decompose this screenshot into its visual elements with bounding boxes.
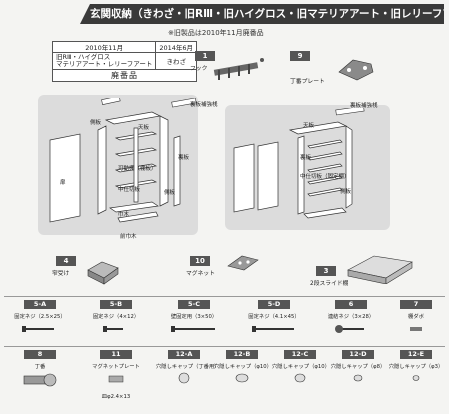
- section-title: 玄関収納（きわざ・旧RⅢ・旧ハイグロス・旧マテリアアート・旧レリーフアート）: [80, 4, 444, 24]
- hw-12d-name: 穴隠しキャップ（φ8）: [330, 364, 386, 370]
- label-uraita-2: 裏板: [300, 155, 312, 161]
- hw-12d-num: 12-D: [342, 350, 374, 359]
- hw-5a-name: 固定ネジ（2.5×25）: [14, 314, 66, 320]
- date-cell-2: 2014年6月: [155, 41, 198, 53]
- part-4-illustration: [87, 261, 119, 285]
- hw-8-num: 8: [24, 350, 56, 359]
- label-tobira: 扉: [60, 180, 66, 186]
- cap-icon: [353, 374, 363, 382]
- part-9-name: 丁番プレート: [290, 79, 325, 85]
- series-line-1: 旧RⅢ・ハイグロス: [56, 53, 111, 61]
- label-kahenodana: 可動棚（棚板）: [118, 166, 157, 172]
- label-mae-habaki: 前巾木: [120, 234, 137, 240]
- cap-icon: [235, 373, 249, 383]
- part-10-tag: 10: [190, 256, 210, 266]
- hw-5d-name: 固定ネジ（4.1×45）: [248, 314, 300, 320]
- hw-5b-name: 固定ネジ（4×12）: [92, 314, 140, 320]
- series-line-2: マテリアアート・レリーフアート: [56, 60, 153, 68]
- label-uraita: 裏板: [178, 155, 190, 161]
- hw-5a-num: 5-A: [24, 300, 56, 309]
- label-ura-hokyo-1: 裏板補強桟: [190, 102, 218, 108]
- hinge-icon: [23, 373, 57, 387]
- hw-11-name: マグネットプレート: [92, 364, 140, 370]
- label-sokuita: 側板: [90, 120, 102, 126]
- hw-6-name: 連結ネジ（3×28）: [327, 314, 375, 320]
- hw-7-name: 棚ダボ: [408, 314, 424, 320]
- magnet-plate-icon: [108, 375, 124, 383]
- part-3-name: 2段スライド棚: [310, 281, 349, 287]
- discontinued-note: ※旧製品は2010年11月廃番品: [168, 29, 264, 37]
- hw-8-name: 丁番: [34, 364, 46, 370]
- connector-screw-icon: [335, 325, 364, 333]
- hw-11-num: 11: [100, 350, 132, 359]
- cabinet-left-diagram: [49, 98, 197, 223]
- discontinued-table: 2010年11月 2014年6月 旧RⅢ・ハイグロス マテリアアート・レリーフア…: [51, 41, 198, 82]
- label-tenita-2: 天板: [303, 123, 315, 129]
- hw-5a: 5-A 固定ネジ（2.5×25）: [4, 300, 76, 339]
- cabinet-right-diagram: [233, 108, 365, 219]
- shelf-pin-icon: [410, 327, 422, 331]
- part-9-tag: 9: [290, 51, 310, 61]
- hw-12a: 12-A 穴隠しキャップ（丁番用）: [156, 350, 220, 389]
- label-tenita: 天板: [138, 125, 150, 131]
- cap-icon: [178, 372, 190, 384]
- hw-12a-name: 穴隠しキャップ（丁番用）: [156, 364, 220, 370]
- hw-6-num: 6: [335, 300, 367, 309]
- part-1-name: フック: [190, 66, 208, 72]
- hw-5b-num: 5-B: [100, 300, 132, 309]
- screw-icon: [171, 326, 215, 332]
- divider-top: [4, 296, 445, 297]
- part-1-tag: 1: [195, 51, 215, 61]
- part-4-name: 窄受け: [52, 271, 70, 277]
- label-sokuita-3: 側板: [340, 189, 352, 195]
- hw-5c-name: 壁固定用（3×50）: [170, 314, 218, 320]
- date-cell-1: 2010年11月: [51, 41, 157, 53]
- hw-12c: 12-C 穴隠しキャップ（φ10）: [272, 350, 330, 389]
- hw-7: 7 棚ダボ: [390, 300, 442, 339]
- hw-5d: 5-D 固定ネジ（4.1×45）: [236, 300, 312, 339]
- label-nakajikiri: 中仕切板: [118, 187, 141, 193]
- hw-5c-num: 5-C: [178, 300, 210, 309]
- hw-5c: 5-C 壁固定用（3×50）: [156, 300, 232, 339]
- discontinued-stamp: 廃番品: [51, 69, 198, 82]
- screw-icon: [103, 326, 123, 332]
- label-habaki: 巾木: [118, 212, 130, 218]
- label-sokuita-2: 側板: [164, 190, 176, 196]
- hw-12a-num: 12-A: [168, 350, 200, 359]
- label-ura-hokyo-2: 裏板補強桟: [350, 103, 378, 109]
- hook-illustration: [213, 58, 264, 80]
- cap-icon: [294, 373, 306, 383]
- hw-5d-num: 5-D: [258, 300, 290, 309]
- label-nakajikiri-2: 中仕切板（固定棚）: [300, 174, 350, 180]
- hw-7-num: 7: [400, 300, 432, 309]
- part-3-tag: 3: [316, 266, 336, 276]
- hw-12d: 12-D 穴隠しキャップ（φ8）: [330, 350, 386, 389]
- hw-5b: 5-B 固定ネジ（4×12）: [80, 300, 152, 339]
- series-cell: 旧RⅢ・ハイグロス マテリアアート・レリーフアート: [51, 52, 157, 70]
- divider-bottom: [4, 346, 445, 347]
- part-10-name: マグネット: [186, 271, 215, 277]
- hw-12b-name: 穴隠しキャップ（φ10）: [214, 364, 272, 370]
- hw-12b: 12-B 穴隠しキャップ（φ10）: [214, 350, 272, 389]
- magnet-illustration: [227, 255, 259, 271]
- hw-12e-name: 穴隠しキャップ（φ3）: [388, 364, 444, 370]
- hw-12e-num: 12-E: [400, 350, 432, 359]
- hw-6: 6 連結ネジ（3×28）: [316, 300, 386, 339]
- hw-12c-num: 12-C: [284, 350, 316, 359]
- screw-icon: [252, 326, 294, 332]
- slide-shelf-illustration: [347, 255, 413, 284]
- part-4-tag: 4: [56, 256, 76, 266]
- hw-12b-num: 12-B: [226, 350, 258, 359]
- hinge-plate-illustration: [338, 59, 374, 81]
- hw-11: 11 マグネットプレート 皿φ2.4×13: [80, 350, 152, 400]
- hw-8: 8 丁番: [4, 350, 76, 394]
- hw-12e: 12-E 穴隠しキャップ（φ3）: [388, 350, 444, 389]
- cap-icon: [412, 375, 420, 381]
- hw-12c-name: 穴隠しキャップ（φ10）: [272, 364, 330, 370]
- screw-spec-note: 皿φ2.4×13: [101, 394, 131, 400]
- screw-icon: [22, 326, 54, 332]
